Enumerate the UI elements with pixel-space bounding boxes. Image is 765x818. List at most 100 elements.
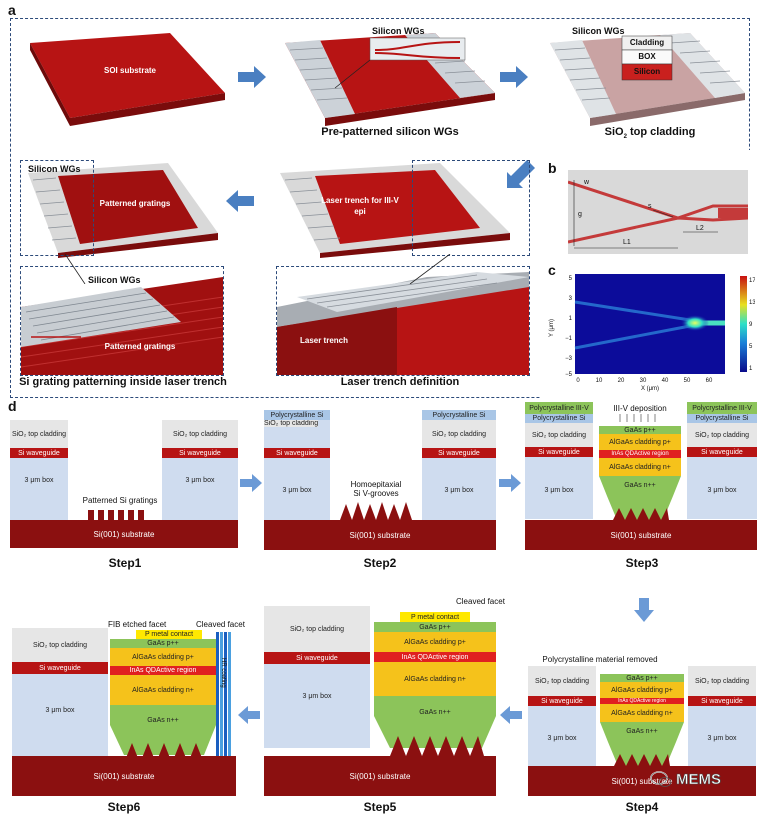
cleaved-facet-label: Cleaved facet <box>456 597 505 606</box>
poly-si-layer: Polycrystalline Si <box>264 410 330 420</box>
step4-diagram: SiO₂ top cladding Si waveguide 3 μm box … <box>528 666 756 796</box>
inset-cladding-label: Cladding <box>629 38 665 47</box>
si-wg-layer: Si waveguide <box>162 448 238 458</box>
c-cbar-tick: 17 <box>749 278 755 284</box>
zoom-connector-line-2 <box>409 254 451 284</box>
arrow-left-icon <box>238 706 260 724</box>
gaas-nn-layer: GaAs n++ <box>626 727 658 735</box>
step6-label: Step6 <box>107 800 141 814</box>
si-wg-layer: Si waveguide <box>264 448 330 458</box>
c-xtick: 40 <box>662 378 669 384</box>
b-label-w: w <box>583 179 590 186</box>
step5-diagram: SiO₂ top cladding Si waveguide 3 μm box … <box>264 606 496 796</box>
caption-sio2-cladding: SiO2 top cladding <box>604 126 696 141</box>
step4-label: Step4 <box>625 800 659 814</box>
box-layer: 3 μm box <box>185 476 215 484</box>
c-cbar-tick: 1 <box>749 366 753 372</box>
si-wg-layer: Si waveguide <box>687 447 757 457</box>
step3-diagram: Polycrystalline III-V Polycrystalline Si… <box>525 402 757 550</box>
arrow-left-icon <box>500 706 522 724</box>
watermark: MEMS <box>650 770 721 788</box>
b-label-L1: L1 <box>623 239 631 246</box>
gaas-nn-layer: GaAs n++ <box>624 481 656 489</box>
sio2-layer: SiO₂ top cladding <box>688 666 756 696</box>
algaas-n-layer: AlGaAs cladding n+ <box>600 704 684 722</box>
substrate-layer: Si(001) substrate <box>10 520 238 548</box>
si-wg-layer: Si waveguide <box>264 652 370 664</box>
poly-removed-label: Polycrystalline material removed <box>542 655 658 664</box>
arrow-right-icon <box>240 474 262 492</box>
c-xtick: 10 <box>596 378 603 384</box>
caption-grating-patterning: Si grating patterning inside laser trenc… <box>19 376 227 388</box>
substrate-layer: Si(001) substrate <box>264 520 496 550</box>
c-ytick: 5 <box>569 276 573 282</box>
c-ytick: −1 <box>565 336 573 342</box>
patterned-gratings-label: Patterned gratings <box>99 199 171 208</box>
step1-label: Step1 <box>108 556 142 570</box>
si-wg-layer: Si waveguide <box>525 447 593 457</box>
gaas-pp-layer: GaAs p++ <box>599 426 681 434</box>
silicon-wgs-label-3: Silicon WGs <box>28 164 81 174</box>
box-layer: 3 μm box <box>282 486 312 494</box>
sio2-layer: SiO₂ top cladding <box>528 666 596 696</box>
c-cbar-tick: 5 <box>749 344 753 350</box>
step3-label: Step3 <box>625 556 659 570</box>
vgrooves-label: Si V-grooves <box>353 489 399 498</box>
trench-zoom-view <box>276 266 530 376</box>
c-ytick: −5 <box>565 372 573 378</box>
inas-layer: InAs QDActive region <box>600 698 684 704</box>
c-xtick: 30 <box>640 378 647 384</box>
si-wg-layer: Si waveguide <box>528 696 596 706</box>
c-ytick: −3 <box>565 356 573 362</box>
fib-facet-label: FIB etched facet <box>108 620 167 629</box>
b-label-L2: L2 <box>696 225 704 232</box>
gaas-pp-layer: GaAs p++ <box>110 639 216 648</box>
algaas-n-layer: AlGaAs cladding n+ <box>110 675 216 705</box>
substrate-layer: Si(001) substrate <box>264 756 496 796</box>
poly-iiiv-layer: Polycrystalline III-V <box>687 402 757 414</box>
panel-label-a: a <box>8 2 16 18</box>
substrate-layer: Si(001) substrate <box>528 766 756 796</box>
soi-substrate-image <box>30 33 225 126</box>
poly-si-layer: Polycrystalline Si <box>525 414 593 423</box>
panel-label-c: c <box>548 262 556 278</box>
homoepi-label: Homoepitaxial <box>350 480 402 489</box>
sio2-layer: SiO₂ top cladding <box>264 606 370 652</box>
algaas-p-layer: AlGaAs cladding p+ <box>374 632 496 652</box>
sio2-layer: SiO₂ top cladding <box>162 420 238 448</box>
sio2-layer: SiO₂ top cladding <box>687 423 757 447</box>
gratings-zoom-box <box>20 160 94 256</box>
c-xtick: 50 <box>684 378 691 384</box>
inas-layer: InAs QDActive region <box>599 450 681 458</box>
silicon-wgs-label: Silicon WGs <box>372 26 425 36</box>
panel-label-b: b <box>548 160 557 176</box>
sio2-layer: SiO₂ top cladding <box>10 420 68 448</box>
iiiv-dep-label: III-V deposition <box>613 404 667 413</box>
cleaved-facet-label-2: Cleaved facet <box>196 620 245 629</box>
patterned-gratings-label-2: Patterned gratings <box>104 342 176 351</box>
box-layer: 3 μm box <box>45 706 75 714</box>
trench-zoom-box <box>412 160 530 256</box>
laser-trench-image <box>280 163 510 258</box>
arrow-right-icon <box>499 474 521 492</box>
si-wg-layer: Si waveguide <box>688 696 756 706</box>
inas-layer: InAs QDActive region <box>374 652 496 662</box>
field-heatmap-plot: Y (μm) X (μm) 5 3 1 −1 −3 −5 0 10 20 30 … <box>549 274 755 392</box>
arrow-down-icon <box>634 598 654 622</box>
box-layer: 3 μm box <box>24 476 54 484</box>
inset-box-label: BOX <box>638 52 656 61</box>
panel-label-d: d <box>8 398 17 414</box>
c-ytick: 1 <box>569 316 573 322</box>
c-xlabel: X (μm) <box>641 386 659 392</box>
soi-label: SOI substrate <box>103 66 156 75</box>
laser-trench-epi-label: Laser trench for III-V epi <box>321 196 399 216</box>
gaas-nn-layer: GaAs n++ <box>419 708 451 716</box>
c-xtick: 60 <box>706 378 713 384</box>
silicon-wgs-label-4: Silicon WGs <box>88 275 141 285</box>
box-layer: 3 μm box <box>707 734 737 742</box>
substrate-layer: Si(001) substrate <box>525 520 757 550</box>
pmetal-layer: P metal contact <box>400 612 470 622</box>
watermark-text: MEMS <box>676 770 722 788</box>
c-cbar-tick: 9 <box>749 322 753 328</box>
gratings-zoom-view <box>20 266 224 376</box>
